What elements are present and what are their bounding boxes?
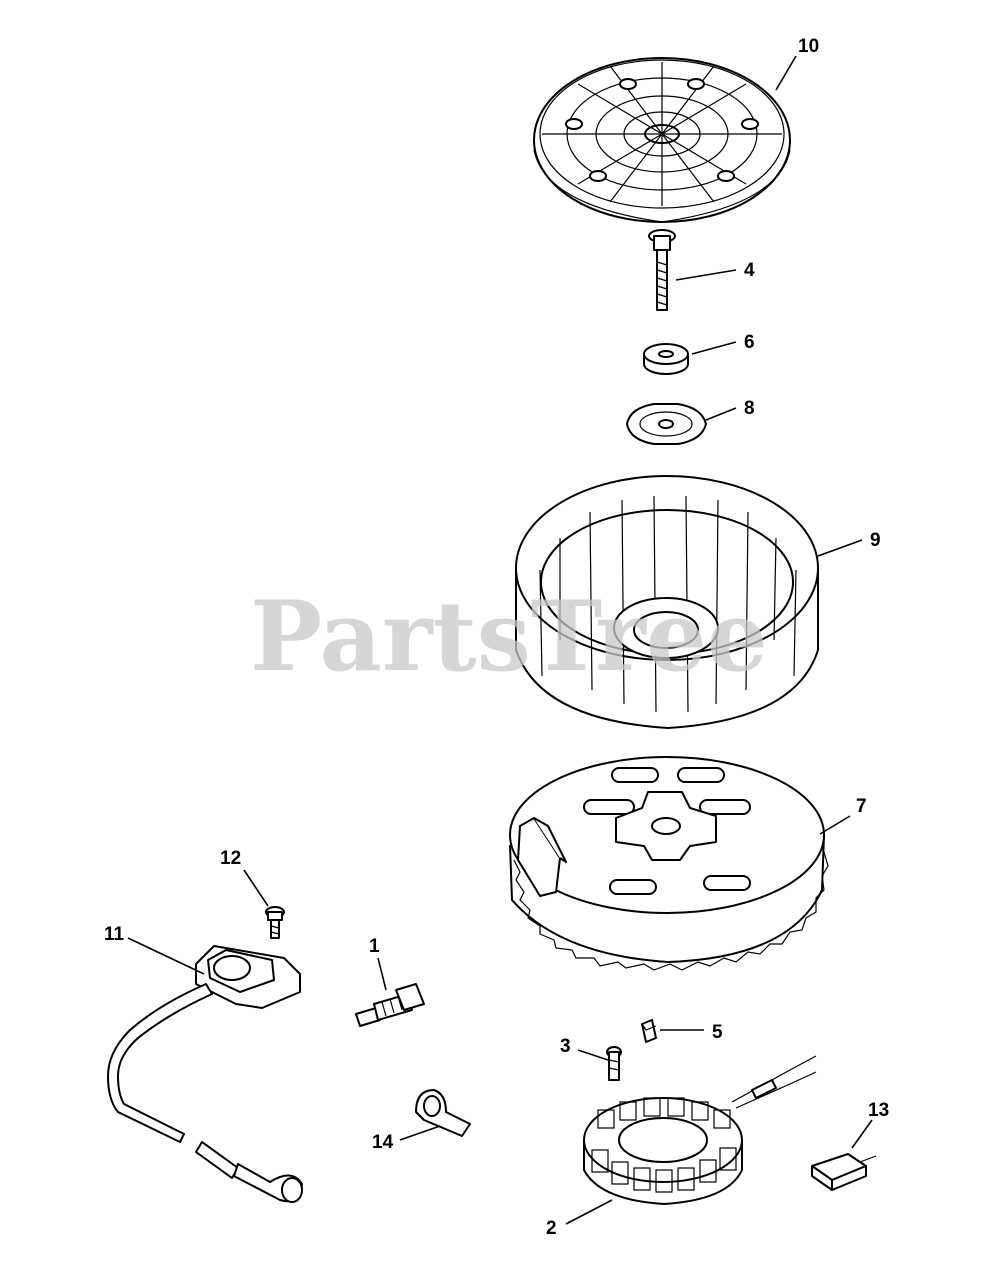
- callout-5[interactable]: 5: [712, 1022, 723, 1043]
- wire-clamp-part[interactable]: [415, 1089, 471, 1137]
- washer-part[interactable]: [643, 343, 689, 375]
- callout-12[interactable]: 12: [220, 848, 241, 869]
- callout-3[interactable]: 3: [560, 1036, 571, 1057]
- callout-14[interactable]: 14: [372, 1132, 394, 1153]
- stator-screw-part[interactable]: [606, 1046, 622, 1081]
- callout-7[interactable]: 7: [856, 796, 867, 817]
- ignition-screw-part[interactable]: [265, 906, 285, 939]
- watermark-text: PartsTree: [250, 580, 768, 693]
- grass-screen-part[interactable]: [533, 57, 791, 223]
- callout-numbers: 10 4 6 8 9 7 12 11 1 5 3 14 2 13: [104, 36, 889, 1239]
- leader-lines: [127, 55, 873, 1225]
- cooling-fan-part[interactable]: [515, 475, 819, 729]
- flywheel-key-part[interactable]: [641, 1019, 657, 1043]
- stator-part[interactable]: [583, 1055, 817, 1205]
- callout-13[interactable]: 13: [868, 1100, 889, 1121]
- rectifier-part[interactable]: [811, 1153, 877, 1191]
- spark-plug-part[interactable]: [355, 983, 425, 1027]
- callout-10[interactable]: 10: [798, 36, 819, 57]
- callout-9[interactable]: 9: [870, 530, 881, 551]
- callout-4[interactable]: 4: [744, 260, 755, 281]
- callout-6[interactable]: 6: [744, 332, 755, 353]
- callout-8[interactable]: 8: [744, 398, 755, 419]
- callout-2[interactable]: 2: [546, 1218, 557, 1239]
- flywheel-part[interactable]: [509, 756, 829, 971]
- flywheel-bolt-part[interactable]: [648, 229, 676, 311]
- ignition-module-part[interactable]: [107, 945, 303, 1203]
- fan-retainer-part[interactable]: [626, 403, 707, 445]
- callout-1[interactable]: 1: [369, 936, 380, 957]
- callout-11[interactable]: 11: [104, 924, 125, 945]
